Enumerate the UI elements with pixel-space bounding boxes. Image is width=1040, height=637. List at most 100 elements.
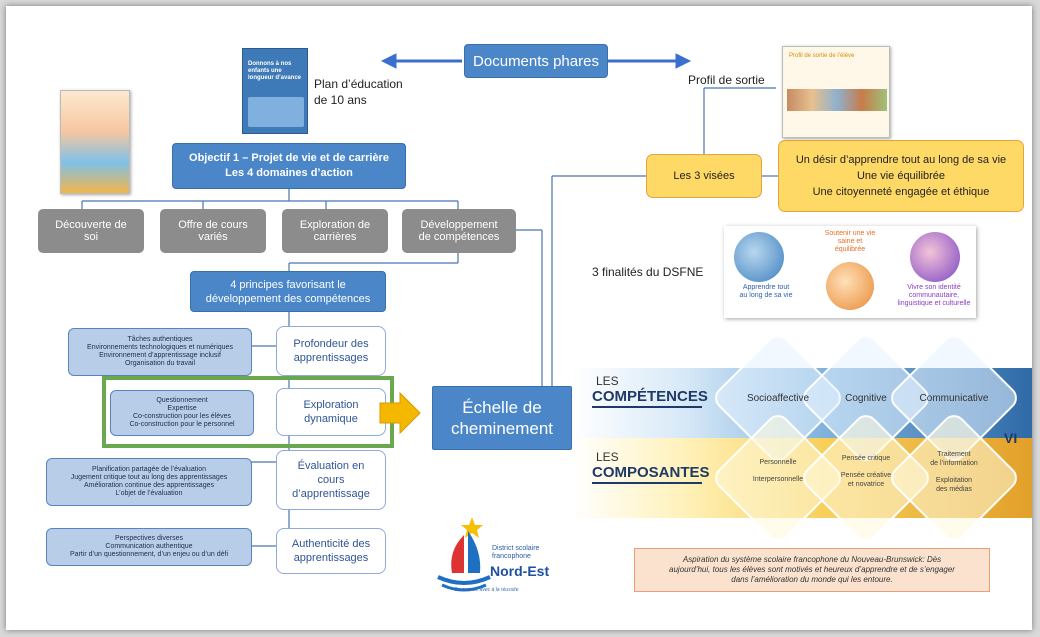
visees-label-box: Les 3 visées xyxy=(646,154,762,198)
plan-cover-line1: Donnons à nos xyxy=(248,61,292,67)
detail-item: Co-construction pour le personnel xyxy=(129,421,235,428)
composante-item: Interpersonnelle xyxy=(752,476,804,483)
competence-communicative: Communicative xyxy=(919,392,989,404)
plan-cover-line3: longueur d’avance xyxy=(248,75,302,81)
principes-title-line1: 4 principes favorisant le xyxy=(230,278,346,291)
principe-exploration: Exploration dynamique xyxy=(276,388,386,436)
echelle-line1: Échelle de xyxy=(462,398,542,417)
composantes-title: COMPOSANTES xyxy=(592,464,710,481)
principe-authenticite: Authenticité des apprentissages xyxy=(276,528,386,574)
finalite-line3: linguistique et culturelle xyxy=(897,300,971,307)
composante-item: des médias xyxy=(936,486,972,493)
domaine-line1: Offre de cours xyxy=(178,219,248,231)
visee-item: Une citoyenneté engagée et éthique xyxy=(812,186,990,198)
plan-education-label: Plan d’éducation de 10 ans xyxy=(314,76,424,108)
arrow-to-echelle-icon xyxy=(379,391,421,435)
finalite-vie-saine-icon xyxy=(826,262,874,310)
visee-item: Un désir d’apprendre tout au long de sa … xyxy=(795,154,1007,166)
domaine-developpement-competences: Développement de compétences xyxy=(402,209,516,253)
competence-cognitive: Cognitive xyxy=(845,392,887,404)
principe-details-exploration: Questionnement Expertise Co-construction… xyxy=(110,390,254,436)
principe-line3: d’apprentissage xyxy=(292,488,370,500)
detail-item: Expertise xyxy=(167,405,197,412)
visees-label: Les 3 visées xyxy=(673,170,735,182)
finalites-panel: Apprendre tout au long de sa vie Souteni… xyxy=(724,226,976,318)
finalite-line3: équilibrée xyxy=(834,246,866,253)
principe-profondeur: Profondeur des apprentissages xyxy=(276,326,386,376)
plan-label-line2: de 10 ans xyxy=(314,93,367,107)
domaine-offre-cours: Offre de cours variés xyxy=(160,209,266,253)
detail-item: Perspectives diverses xyxy=(114,535,184,542)
composante-group-3: Traitement de l’information Exploitation… xyxy=(914,450,994,494)
principes-title-box: 4 principes favorisant le développement … xyxy=(190,271,386,312)
competences-les: LES xyxy=(596,374,619,388)
detail-item: Partir d’un questionnement, d’un enjeu o… xyxy=(70,551,228,558)
principe-details-evaluation: Planification partagée de l’évaluation J… xyxy=(46,458,252,506)
aspiration-line1: Aspiration du système scolaire francopho… xyxy=(682,555,942,564)
logo-line1: District scolaire xyxy=(492,545,540,552)
composante-item: et novatrice xyxy=(847,481,885,488)
aspiration-line3: dans l’amélioration du monde qui les ent… xyxy=(731,575,893,584)
aspiration-box: Aspiration du système scolaire francopho… xyxy=(634,548,990,592)
composante-group-2: Pensée critique Pensée créative et novat… xyxy=(826,454,906,489)
composante-group-1: Personnelle Interpersonnelle xyxy=(738,458,818,484)
logo-nord-est: Nord-Est xyxy=(490,563,550,579)
domaine-line1: Exploration de xyxy=(299,219,371,231)
competence-socioaffective: Socioaffective xyxy=(746,392,810,404)
finalite-line2: communautaire, xyxy=(908,292,960,299)
composante-item: de l’information xyxy=(930,460,978,467)
domaine-line2: carrières xyxy=(313,231,357,243)
profil-sortie-label: Profil de sortie xyxy=(688,73,765,87)
domaine-line2: de compétences xyxy=(418,231,500,243)
principe-line2: dynamique xyxy=(304,413,358,425)
side-document-cover xyxy=(60,90,130,194)
objectif-box: Objectif 1 – Projet de vie et de carrièr… xyxy=(172,143,406,189)
principe-line1: Exploration xyxy=(303,399,359,411)
finalite-line1: Soutenir une vie xyxy=(824,230,876,237)
diagram-frame: Documents phares Donnons à nos enfants u… xyxy=(6,6,1032,630)
documents-phares-label: Documents phares xyxy=(473,52,599,70)
detail-item: Tâches authentiques xyxy=(127,336,193,343)
plan-label-line1: Plan d’éducation xyxy=(314,77,403,91)
domaine-exploration-carrieres: Exploration de carrières xyxy=(282,209,388,253)
plan-education-cover: Donnons à nos enfants une longueur d’ava… xyxy=(242,48,308,134)
objectif-line2: Les 4 domaines d’action xyxy=(225,167,353,179)
principe-details-profondeur: Tâches authentiques Environnements techn… xyxy=(68,328,252,376)
documents-phares-box: Documents phares xyxy=(464,44,608,78)
domaine-line2: soi xyxy=(83,231,99,243)
composante-item: Traitement xyxy=(937,451,971,458)
competences-vi: VI xyxy=(1004,430,1018,446)
detail-item: Co-construction pour les élèves xyxy=(132,413,232,420)
finalite-apprendre-icon xyxy=(734,232,784,282)
principe-line1: Évaluation en xyxy=(297,460,365,472)
visees-items-box: Un désir d’apprendre tout au long de sa … xyxy=(778,140,1024,212)
dsfne-logo: District scolaire francophone Nord-Est O… xyxy=(424,511,570,597)
finalite-identite-icon xyxy=(910,232,960,282)
principe-details-authenticite: Perspectives diverses Communication auth… xyxy=(46,528,252,566)
logo-tagline: On avance avec à la réussite xyxy=(454,587,519,593)
aspiration-line2: aujourd’hui, tous les élèves sont motivé… xyxy=(669,565,955,574)
finalites-label: 3 finalités du DSFNE xyxy=(592,265,704,279)
finalite-line2: saine et xyxy=(837,238,863,245)
composantes-les: LES xyxy=(596,450,619,464)
competences-panel: LES COMPÉTENCES LES COMPOSANTES Socioaff… xyxy=(572,336,1032,546)
echelle-line2: cheminement xyxy=(450,419,554,438)
domaine-decouverte-soi: Découverte de soi xyxy=(38,209,144,253)
sailboat-logo-icon xyxy=(437,517,491,592)
detail-item: Environnements technologiques et numériq… xyxy=(87,344,233,351)
detail-item: Organisation du travail xyxy=(124,360,196,367)
composante-item: Pensée créative xyxy=(840,472,892,479)
composante-item: Personnelle xyxy=(759,459,797,466)
detail-item: L’objet de l’évaluation xyxy=(115,490,183,497)
profil-sortie-cover: Profil de sortie de l’élève xyxy=(782,46,890,138)
competences-title: COMPÉTENCES xyxy=(592,388,708,405)
detail-item: Communication authentique xyxy=(105,543,193,550)
domaine-line1: Découverte de xyxy=(55,219,127,231)
principe-line2: cours xyxy=(317,474,345,486)
objectif-line1: Objectif 1 – Projet de vie et de carrièr… xyxy=(189,152,389,164)
domaine-line1: Développement xyxy=(420,219,498,231)
principe-line1: Authenticité des xyxy=(291,538,371,550)
composante-item: Pensée critique xyxy=(841,455,891,462)
principes-title-line2: développement des compétences xyxy=(205,292,371,305)
composante-item: Exploitation xyxy=(935,477,973,484)
